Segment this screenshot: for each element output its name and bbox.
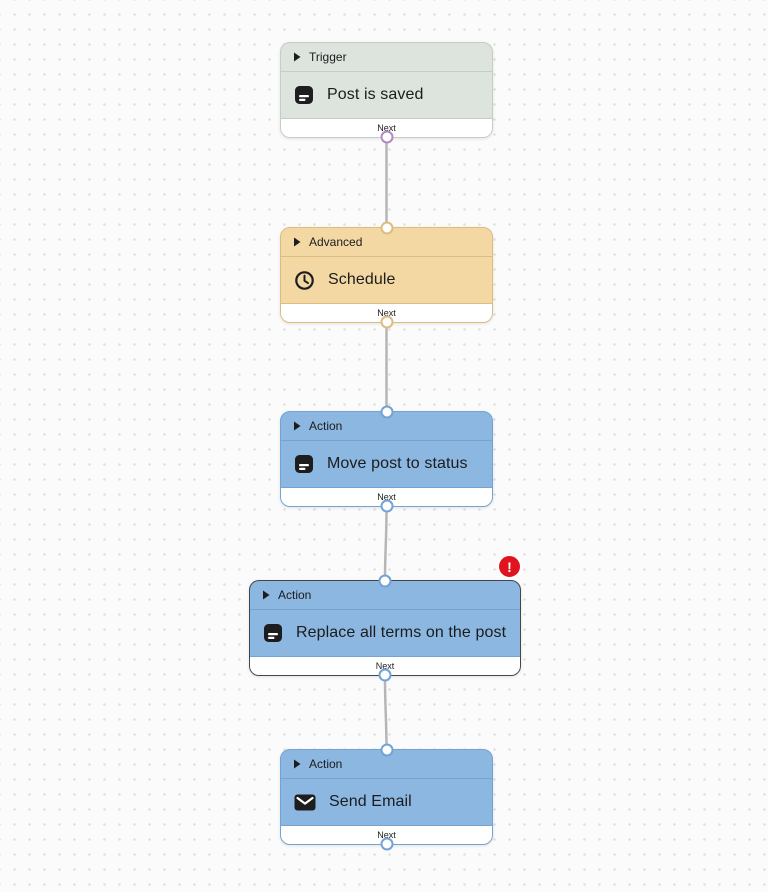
expand-triangle-icon[interactable] [262,590,270,600]
next-label: Next [377,123,396,133]
post-icon [294,85,314,105]
next-label: Next [375,661,395,671]
connector-action1-to-action2 [383,507,388,582]
connector-action2-to-action3 [383,676,388,751]
node-category-label: Action [309,757,343,771]
output-port[interactable] [380,499,393,513]
node-title: Move post to status [327,455,468,472]
node-header[interactable]: Trigger [281,43,492,72]
post-icon [263,623,283,643]
expand-triangle-icon[interactable] [293,759,301,769]
node-body: Replace all terms on the post [250,610,520,656]
output-port[interactable] [380,837,393,851]
expand-triangle-icon[interactable] [293,421,301,431]
next-label: Next [377,308,396,318]
next-branch: Next [281,118,492,137]
next-branch: Next [281,303,492,322]
node-body: Send Email [281,779,492,825]
node-category-label: Action [309,419,343,433]
expand-triangle-icon[interactable] [293,237,301,247]
next-label: Next [377,830,396,840]
email-icon [294,794,316,811]
node-action-move-post-to-status[interactable]: Action Move post to status Next [280,405,493,513]
next-label: Next [377,492,396,502]
error-badge[interactable]: ! [497,554,522,579]
input-port[interactable] [380,221,393,235]
node-header[interactable]: Action [281,750,492,779]
output-port[interactable] [378,668,392,682]
node-title: Replace all terms on the post [296,624,507,641]
node-action-replace-all-terms[interactable]: ! Action Replace all terms on the post N… [249,554,522,682]
node-body: Move post to status [281,441,492,487]
next-branch: Next [281,825,492,844]
node-body: Schedule [281,257,492,303]
node-category-label: Advanced [309,235,363,249]
output-port[interactable] [380,130,393,144]
node-header[interactable]: Advanced [281,228,492,257]
node-title: Post is saved [327,86,424,103]
node-header[interactable]: Action [281,412,492,441]
output-port[interactable] [380,315,393,329]
expand-triangle-icon[interactable] [293,52,301,62]
input-port[interactable] [380,405,393,419]
node-action-send-email[interactable]: Action Send Email Next [280,743,493,851]
node-title: Schedule [328,271,396,288]
node-header[interactable]: Action [250,581,520,610]
node-trigger-post-is-saved[interactable]: Trigger Post is saved Next [280,42,493,144]
clock-icon [294,270,315,291]
node-advanced-schedule[interactable]: Advanced Schedule Next [280,221,493,329]
next-branch: Next [250,656,520,675]
node-category-label: Action [278,588,312,602]
input-port[interactable] [378,574,392,588]
node-title: Send Email [329,793,412,810]
next-branch: Next [281,487,492,506]
input-port[interactable] [380,743,393,757]
post-icon [294,454,314,474]
node-body: Post is saved [281,72,492,118]
node-category-label: Trigger [309,50,347,64]
exclamation-icon: ! [507,558,512,575]
